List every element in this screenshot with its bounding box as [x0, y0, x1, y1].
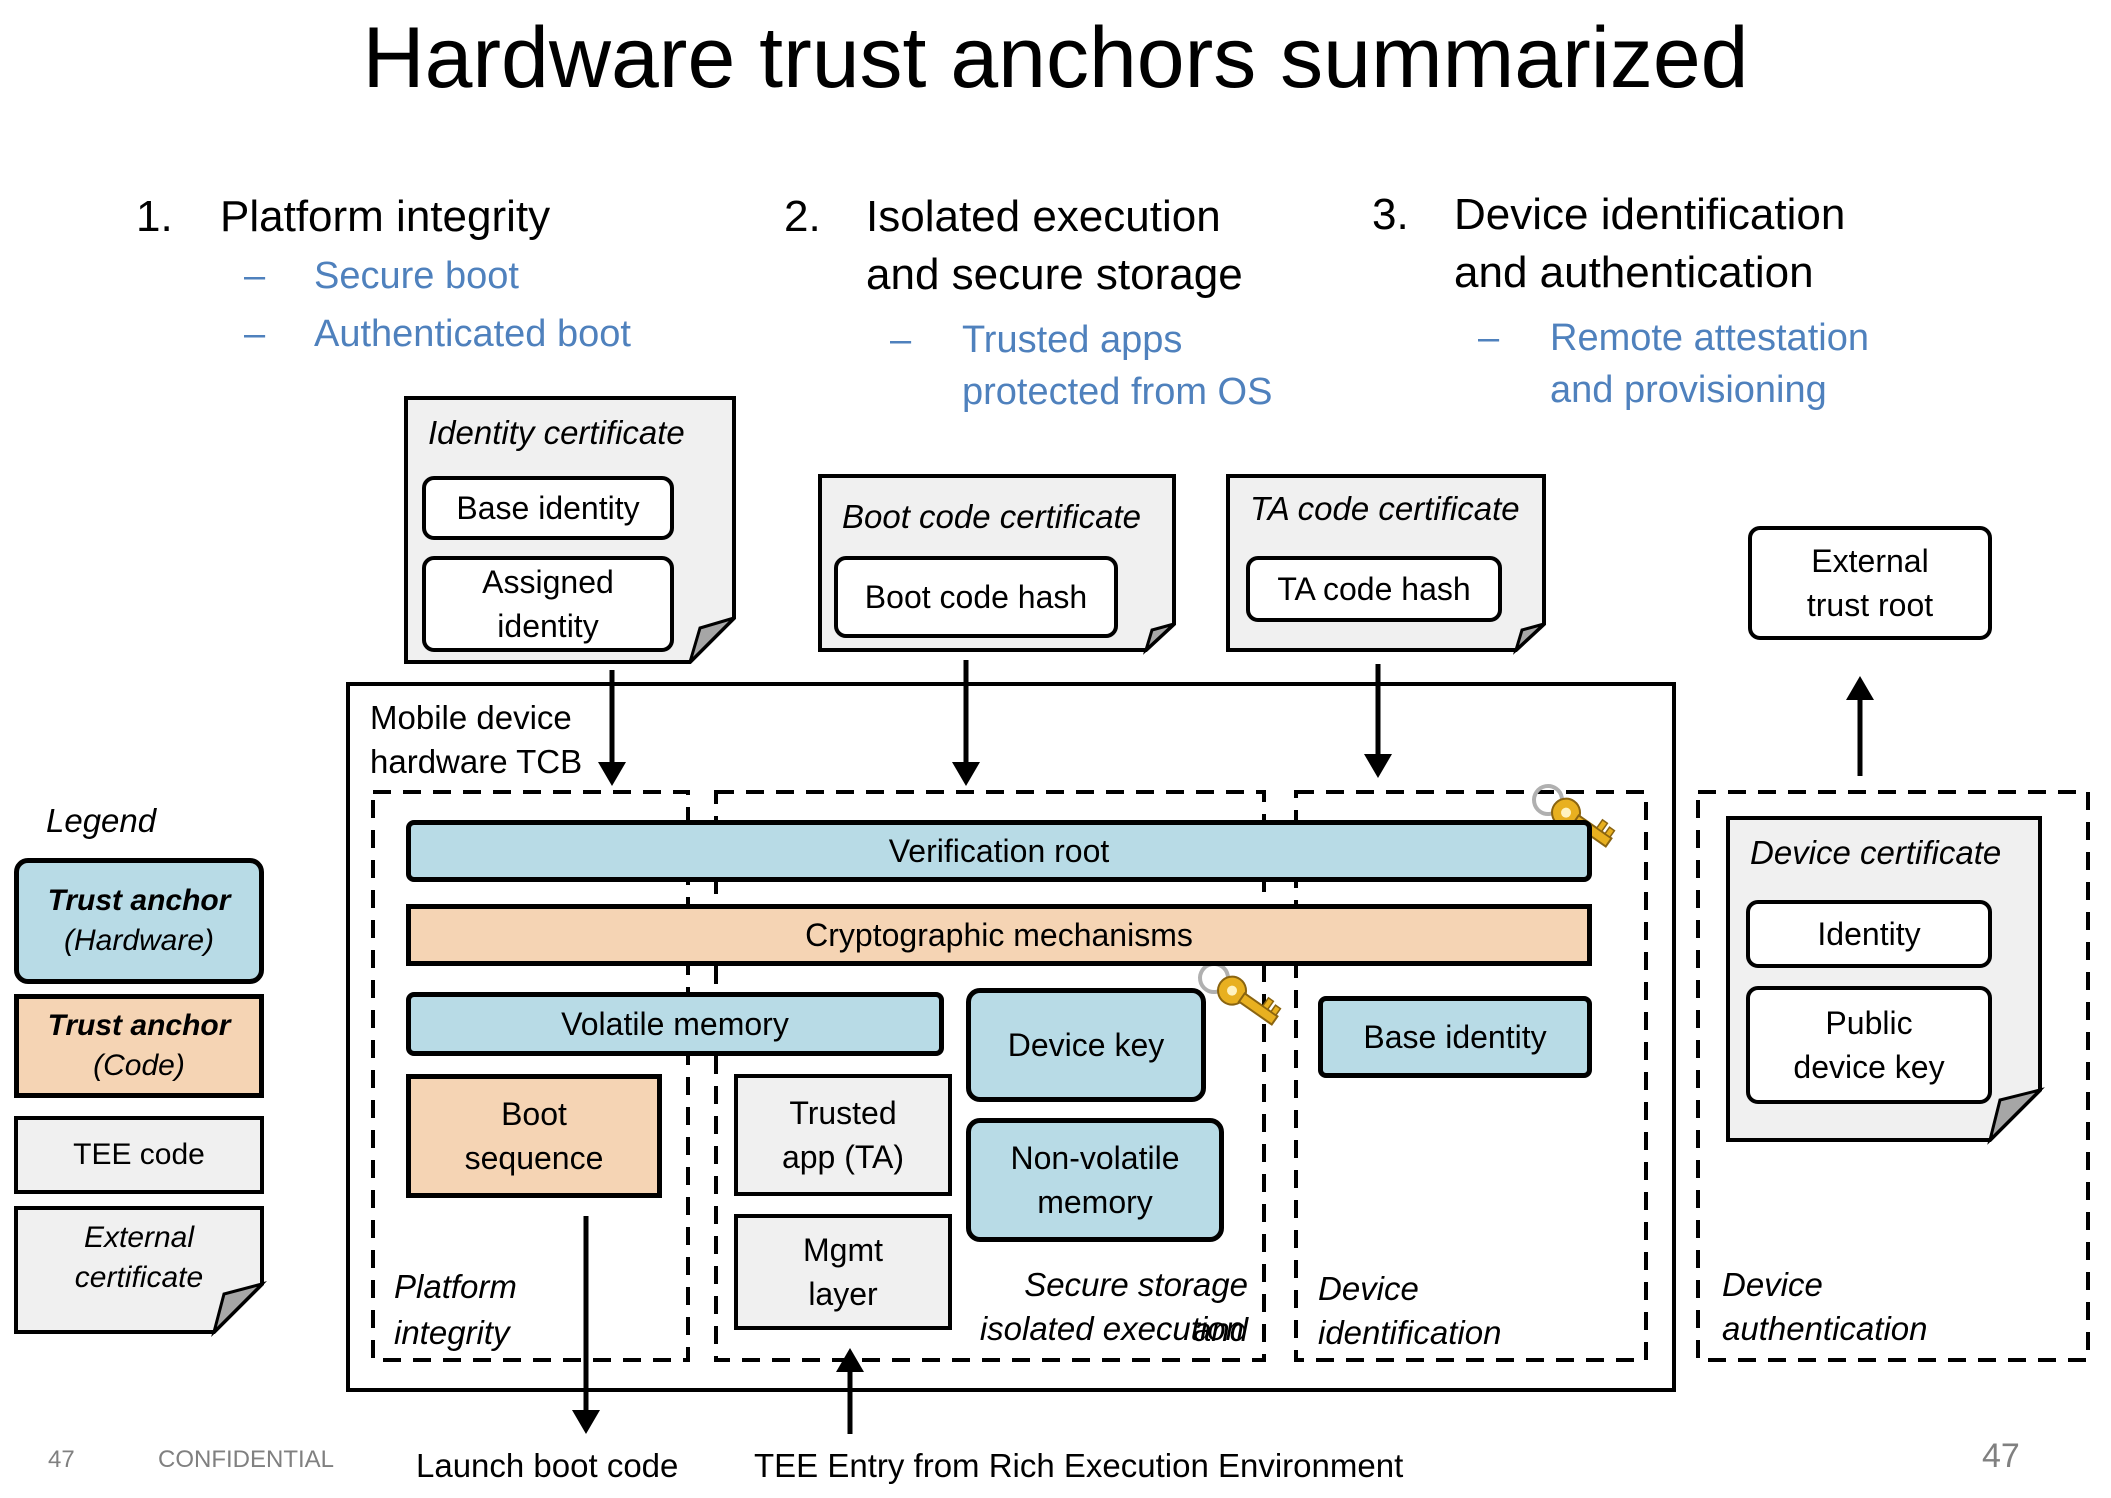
launch-boot-code-label: Launch boot code — [416, 1447, 679, 1484]
column-1-bullet-dash: – — [244, 255, 266, 297]
trusted-app-label: Trusted app (TA) — [781, 1095, 905, 1175]
volatile-memory: Volatile memory — [406, 992, 944, 1056]
device-certificate-fold — [1987, 1087, 2045, 1145]
column-3-bullet-line-1: Remote attestation — [1550, 317, 1869, 359]
arrow-to-external-trust-root — [1846, 676, 1874, 776]
cryptographic-mechanisms-label: Cryptographic mechanisms — [805, 917, 1193, 953]
cryptographic-mechanisms: Cryptographic mechanisms — [406, 904, 1592, 966]
footer-confidential: CONFIDENTIAL — [158, 1446, 335, 1473]
tcb-label-line-1: Mobile device — [370, 699, 572, 736]
identity-certificate-fold — [688, 616, 736, 664]
column-1-bullet-2: Authenticated boot — [314, 313, 631, 355]
mgmt-layer-label: Mgmt layer — [803, 1232, 883, 1312]
cert-base-identity: Base identity — [422, 476, 674, 540]
cert-assigned-identity-label: Assigned identity — [482, 564, 614, 644]
ta-code-hash: TA code hash — [1246, 556, 1502, 622]
device-key-label: Device key — [1007, 1027, 1165, 1063]
legend-code-anchor-sub: (Code) — [93, 1049, 185, 1082]
column-3-bullet-line-2: and provisioning — [1550, 369, 1827, 411]
footer-slide-number: 47 — [48, 1446, 75, 1473]
column-2-heading-line-1: Isolated execution — [866, 192, 1221, 241]
column-3-bullet-dash: – — [1478, 317, 1500, 359]
legend-external-certificate-line-1: External — [83, 1221, 195, 1254]
cert-identity: Identity — [1746, 900, 1992, 968]
cert-public-device-key: Public device key — [1746, 986, 1992, 1104]
column-2-number: 2. — [784, 192, 821, 241]
legend-external-certificate: External certificate — [16, 1218, 262, 1298]
arrow-bootcode-to-tcb — [952, 660, 980, 786]
external-trust-root-label: External trust root — [1806, 543, 1934, 623]
arrow-tacode-to-tcb — [1364, 664, 1392, 778]
column-1-bullet-dash: – — [244, 313, 266, 355]
legend-code-anchor-title: Trust anchor — [47, 1009, 231, 1042]
cert-identity-label: Identity — [1817, 916, 1921, 952]
legend-hardware-anchor: Trust anchor (Hardware) — [14, 858, 264, 984]
column-3-heading-line-1: Device identification — [1454, 190, 1846, 239]
column-2-heading-line-2: and secure storage — [866, 250, 1243, 299]
page-number: 47 — [1982, 1437, 2020, 1475]
cert-base-identity-label: Base identity — [456, 490, 640, 526]
column-1-bullet-1: Secure boot — [314, 255, 519, 297]
non-volatile-memory: Non-volatile memory — [966, 1118, 1224, 1242]
column-2-bullet-dash: – — [890, 319, 912, 361]
secure-storage-label-line-2: isolated execution — [979, 1310, 1244, 1347]
tcb-label-line-2: hardware TCB — [370, 743, 583, 780]
volatile-memory-label: Volatile memory — [561, 1006, 789, 1042]
arrow-launch-boot-code — [572, 1216, 600, 1434]
cert-assigned-identity: Assigned identity — [422, 556, 674, 652]
legend-tee-code: TEE code — [14, 1116, 264, 1194]
column-1-number: 1. — [136, 192, 173, 241]
arrow-tee-entry — [836, 1348, 864, 1434]
legend-hardware-anchor-title: Trust anchor — [47, 884, 231, 917]
secure-storage-label-line-1: Secure storage and — [1024, 1266, 1248, 1348]
tee-entry-label: TEE Entry from Rich Execution Environmen… — [754, 1447, 1404, 1484]
cert-public-device-key-label: Public device key — [1793, 1005, 1945, 1085]
device-key: Device key — [966, 988, 1206, 1102]
column-2-bullet-line-2: protected from OS — [962, 371, 1273, 413]
device-identification-label-line-2: identification — [1318, 1314, 1502, 1351]
column-2-bullet-line-1: Trusted apps — [962, 319, 1183, 361]
trusted-app: Trusted app (TA) — [734, 1074, 952, 1196]
boot-code-hash-label: Boot code hash — [864, 579, 1088, 615]
legend-code-anchor: Trust anchor (Code) — [14, 994, 264, 1098]
boot-sequence-label: Boot sequence — [464, 1096, 604, 1176]
key-icon — [1198, 962, 1282, 1026]
ta-code-certificate-fold — [1512, 622, 1546, 655]
legend-external-certificate-line-2: certificate — [74, 1261, 204, 1294]
legend-hardware-anchor-sub: (Hardware) — [63, 924, 215, 957]
ta-code-certificate-title: TA code certificate — [1250, 490, 1520, 527]
platform-integrity-label-line-2: integrity — [394, 1314, 510, 1351]
verification-root: Verification root — [406, 820, 1592, 882]
column-1-heading: Platform integrity — [220, 192, 551, 241]
device-certificate-title: Device certificate — [1750, 834, 2002, 871]
column-3-heading-line-2: and authentication — [1454, 248, 1814, 297]
ta-code-hash-label: TA code hash — [1277, 571, 1471, 607]
non-volatile-memory-label: Non-volatile memory — [1010, 1140, 1180, 1220]
mgmt-layer: Mgmt layer — [734, 1214, 952, 1330]
base-identity: Base identity — [1318, 996, 1592, 1078]
arrow-identity-to-tcb — [598, 670, 626, 786]
boot-code-hash: Boot code hash — [834, 556, 1118, 638]
device-authentication-label-line-1: Device — [1722, 1266, 1823, 1303]
base-identity-label: Base identity — [1363, 1019, 1547, 1055]
page-title: Hardware trust anchors summarized — [362, 10, 1749, 106]
column-3-number: 3. — [1372, 190, 1409, 239]
platform-integrity-label-line-1: Platform — [394, 1268, 517, 1305]
verification-root-label: Verification root — [888, 833, 1110, 869]
device-identification-label-line-1: Device — [1318, 1270, 1419, 1307]
boot-code-certificate-fold — [1142, 622, 1176, 655]
device-authentication-label-line-2: authentication — [1722, 1310, 1928, 1347]
legend-title: Legend — [46, 802, 157, 839]
boot-sequence: Boot sequence — [406, 1074, 662, 1198]
identity-certificate-title: Identity certificate — [428, 414, 685, 451]
legend-tee-code-label: TEE code — [73, 1138, 205, 1171]
external-trust-root: External trust root — [1748, 526, 1992, 640]
boot-code-certificate-title: Boot code certificate — [842, 498, 1141, 535]
